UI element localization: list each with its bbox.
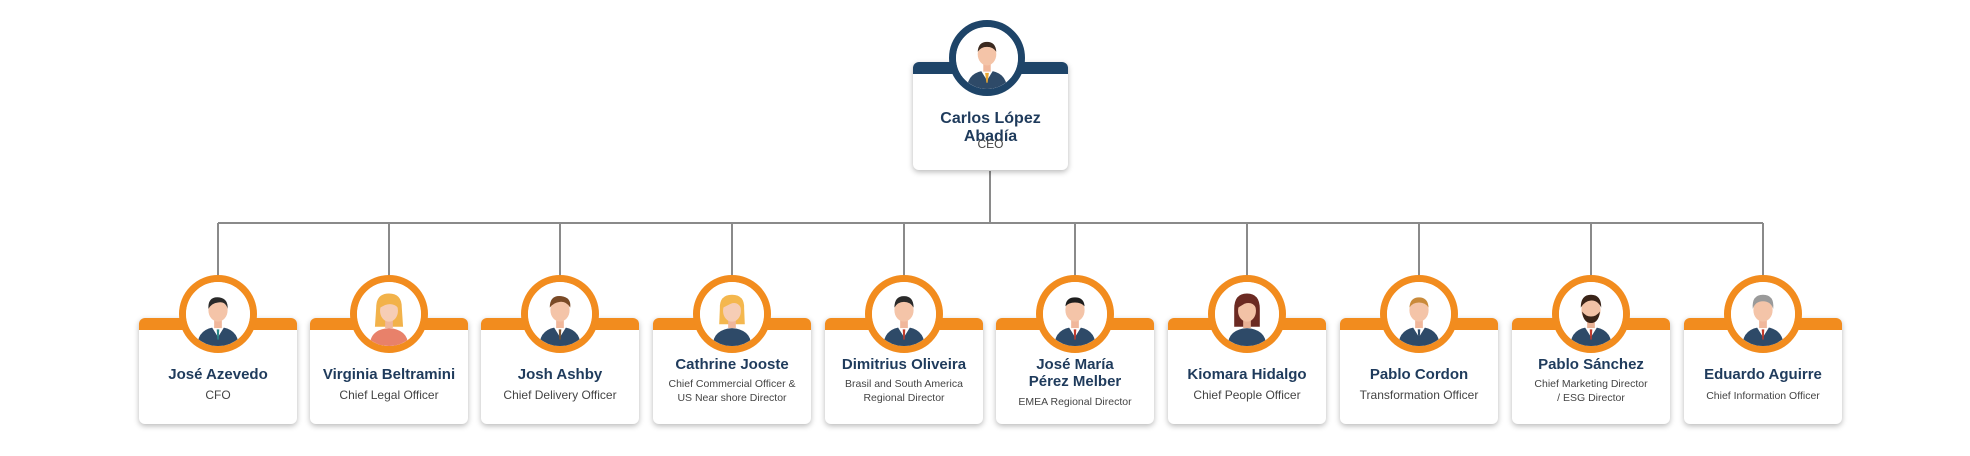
executive-card: José María Pérez Melber EMEA Regional Di… xyxy=(996,275,1154,424)
executive-card: Josh Ashby Chief Delivery Officer xyxy=(481,275,639,424)
woman-icon xyxy=(350,275,428,353)
executive-card: Kiomara Hidalgo Chief People Officer xyxy=(1168,275,1326,424)
man-suit-icon xyxy=(1380,275,1458,353)
executive-card: Pablo Sánchez Chief Marketing Director /… xyxy=(1512,275,1670,424)
person-title: Brasil and South America Regional Direct… xyxy=(845,378,963,404)
person-name: Kiomara Hidalgo xyxy=(1187,366,1307,383)
person-name: Carlos López Abadía xyxy=(940,110,1041,146)
person-name: Josh Ashby xyxy=(517,366,603,383)
man-suit-icon xyxy=(521,275,599,353)
executive-card: José Azevedo CFO xyxy=(139,275,297,424)
person-title: CFO xyxy=(205,388,231,402)
person-title: Chief Marketing Director / ESG Director xyxy=(1534,378,1648,404)
person-name: Virginia Beltramini xyxy=(322,366,456,383)
person-title: Chief Legal Officer xyxy=(339,388,439,402)
person-title: Chief Information Officer xyxy=(1706,390,1820,402)
person-name: Cathrine Jooste xyxy=(675,356,789,373)
man-suit-icon xyxy=(179,275,257,353)
person-name: Dimitrius Oliveira xyxy=(841,356,967,373)
person-title: Chief Delivery Officer xyxy=(503,388,617,402)
person-name: Eduardo Aguirre xyxy=(1704,366,1822,383)
executive-card: Cathrine Jooste Chief Commercial Officer… xyxy=(653,275,811,424)
person-name: Pablo Cordon xyxy=(1369,366,1469,383)
ceo-card: Carlos López Abadía CEO xyxy=(913,20,1068,170)
person-title: CEO xyxy=(977,137,1004,151)
man-suit-icon xyxy=(865,275,943,353)
gray-haired-man-icon xyxy=(1724,275,1802,353)
executive-card: Virginia Beltramini Chief Legal Officer xyxy=(310,275,468,424)
man-suit-icon xyxy=(1036,275,1114,353)
person-title: Chief People Officer xyxy=(1193,388,1301,402)
woman-icon xyxy=(1208,275,1286,353)
man-suit-icon xyxy=(949,20,1025,96)
person-name: José María Pérez Melber xyxy=(1028,356,1122,391)
person-name: José Azevedo xyxy=(168,366,268,383)
bearded-man-icon xyxy=(1552,275,1630,353)
executive-card: Eduardo Aguirre Chief Information Office… xyxy=(1684,275,1842,424)
executive-card: Pablo Cordon Transformation Officer xyxy=(1340,275,1498,424)
person-name: Pablo Sánchez xyxy=(1538,356,1644,373)
person-title: Transformation Officer xyxy=(1359,388,1479,402)
person-title: Chief Commercial Officer & US Near shore… xyxy=(668,378,796,404)
executive-card: Dimitrius Oliveira Brasil and South Amer… xyxy=(825,275,983,424)
woman-icon xyxy=(693,275,771,353)
person-title: EMEA Regional Director xyxy=(1018,396,1132,408)
